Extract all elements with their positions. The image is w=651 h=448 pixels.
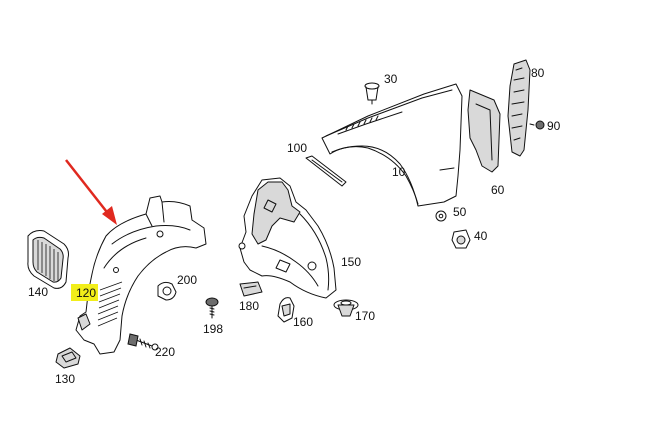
- part-130-clip[interactable]: [55, 347, 81, 369]
- part-30-push-clip[interactable]: [364, 82, 380, 105]
- part-170-round-clip[interactable]: [333, 299, 359, 317]
- callout-180: 180: [239, 299, 259, 313]
- callout-50: 50: [453, 205, 467, 219]
- part-40-nut[interactable]: [451, 229, 471, 249]
- part-198-screw[interactable]: [205, 297, 219, 319]
- part-150-rear-liner[interactable]: [238, 177, 337, 299]
- callout-100: 100: [287, 141, 307, 155]
- callout-160: 160: [293, 315, 313, 329]
- callout-130: 130: [55, 372, 75, 386]
- part-50-washer[interactable]: [435, 210, 447, 222]
- callout-170: 170: [355, 309, 375, 323]
- part-90-bolt[interactable]: [529, 120, 545, 130]
- callout-30: 30: [384, 72, 398, 86]
- part-80-strut[interactable]: [507, 59, 531, 157]
- part-200-nut-clip[interactable]: [157, 281, 177, 301]
- callout-220: 220: [155, 345, 175, 359]
- part-140-vent-grille[interactable]: [27, 230, 69, 289]
- callout-90: 90: [547, 119, 561, 133]
- part-100-bracket[interactable]: [305, 155, 347, 187]
- callout-40: 40: [474, 229, 488, 243]
- callout-198: 198: [203, 322, 223, 336]
- callout-120-highlight: [71, 284, 98, 301]
- callout-labels: 10 30 40 50 60 80 90 100 120 130 140 150…: [28, 66, 561, 386]
- part-220-push-rivet[interactable]: [127, 333, 159, 351]
- callout-120: 120: [76, 286, 96, 300]
- part-10-fender[interactable]: [321, 83, 463, 207]
- callout-60: 60: [491, 183, 505, 197]
- part-60-insulation-pad[interactable]: [467, 89, 501, 173]
- part-120-wheel-arch-liner[interactable]: [75, 195, 207, 355]
- callout-10: 10: [392, 165, 406, 179]
- callout-80: 80: [531, 66, 545, 80]
- red-pointer-arrow: [65, 159, 117, 225]
- part-160-clip[interactable]: [277, 297, 295, 323]
- callout-200: 200: [177, 273, 197, 287]
- callout-150: 150: [341, 255, 361, 269]
- part-180-clip[interactable]: [239, 281, 263, 297]
- callout-140: 140: [28, 285, 48, 299]
